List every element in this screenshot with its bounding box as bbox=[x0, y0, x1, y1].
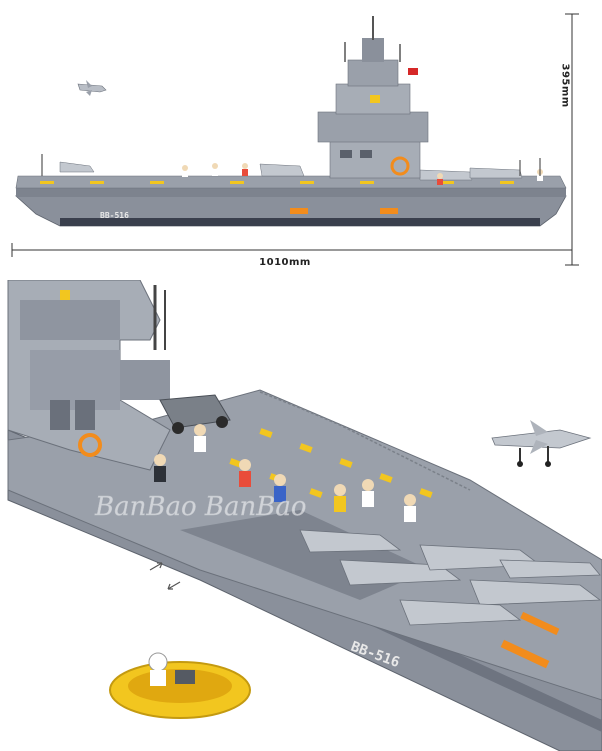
flag bbox=[408, 68, 418, 75]
parked-jets-closeup bbox=[299, 529, 602, 626]
height-dimension-label: 395mm bbox=[559, 63, 571, 108]
width-dimension-label: 1010mm bbox=[259, 257, 311, 268]
deck-railing bbox=[259, 391, 471, 491]
deck-vehicle bbox=[159, 394, 231, 434]
flying-jet-small bbox=[77, 80, 107, 96]
watermark-text: BanBao BanBao bbox=[94, 492, 307, 522]
deck-antennas-side bbox=[41, 154, 541, 176]
hull-number-side: BB-516 bbox=[100, 211, 129, 220]
life-ring-side bbox=[390, 156, 410, 176]
life-ring-closeup bbox=[78, 433, 102, 457]
island-tower-side bbox=[317, 16, 429, 179]
crew-figures-closeup bbox=[154, 424, 416, 522]
closeup-view-panel: BB-516 bbox=[0, 280, 602, 751]
side-view-panel: BB-516 bbox=[0, 0, 602, 280]
closeup-illustration: BB-516 bbox=[7, 280, 602, 751]
deck-figures-side bbox=[182, 163, 543, 185]
side-view-illustration: BB-516 bbox=[11, 13, 579, 266]
deck-aircraft-side bbox=[59, 161, 523, 181]
flying-jet-closeup bbox=[491, 420, 592, 467]
dimension-arrow-icon bbox=[149, 562, 181, 590]
ship-hull: BB-516 bbox=[14, 188, 567, 227]
lifeboat bbox=[109, 652, 251, 719]
island-tower-closeup bbox=[7, 280, 171, 471]
